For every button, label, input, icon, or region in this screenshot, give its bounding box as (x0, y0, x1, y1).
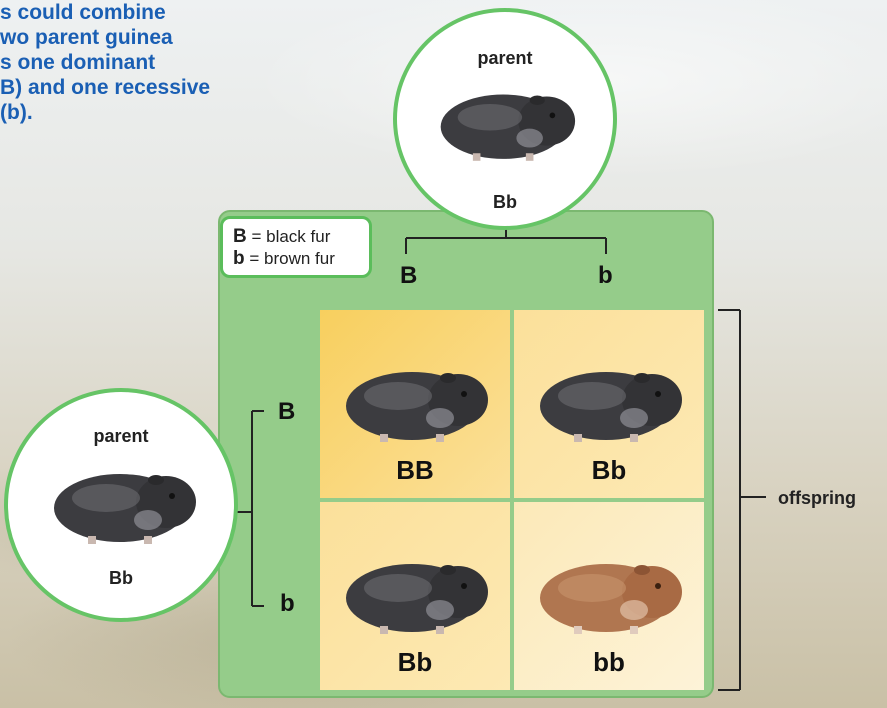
cell-genotype: BB (320, 455, 510, 486)
top-allele-recessive: b (598, 262, 613, 290)
cell-genotype: bb (514, 647, 704, 678)
guinea-pig-black-icon (48, 458, 198, 548)
left-parent-circle: parent Bb (4, 388, 238, 622)
top-parent-genotype: Bb (397, 192, 613, 213)
punnett-cell-BB: BB (320, 310, 510, 498)
guinea-pig-brown-icon (534, 548, 684, 638)
left-allele-recessive: b (280, 590, 295, 618)
guinea-pig-black-icon (534, 356, 684, 446)
left-parent-label: parent (8, 426, 234, 447)
punnett-cell-bb: bb (514, 502, 704, 690)
cell-genotype: Bb (320, 647, 510, 678)
guinea-pig-black-icon (340, 356, 490, 446)
punnett-cell-Bb-top: Bb (514, 310, 704, 498)
top-parent-circle: parent Bb (393, 8, 617, 230)
left-parent-genotype: Bb (8, 568, 234, 589)
top-allele-dominant: B (400, 262, 417, 290)
offspring-label: offspring (778, 488, 856, 509)
punnett-cell-Bb-bottom: Bb (320, 502, 510, 690)
left-allele-dominant: B (278, 398, 295, 426)
guinea-pig-black-icon (435, 78, 577, 166)
cell-genotype: Bb (514, 455, 704, 486)
guinea-pig-black-icon (340, 548, 490, 638)
top-parent-label: parent (397, 48, 613, 69)
